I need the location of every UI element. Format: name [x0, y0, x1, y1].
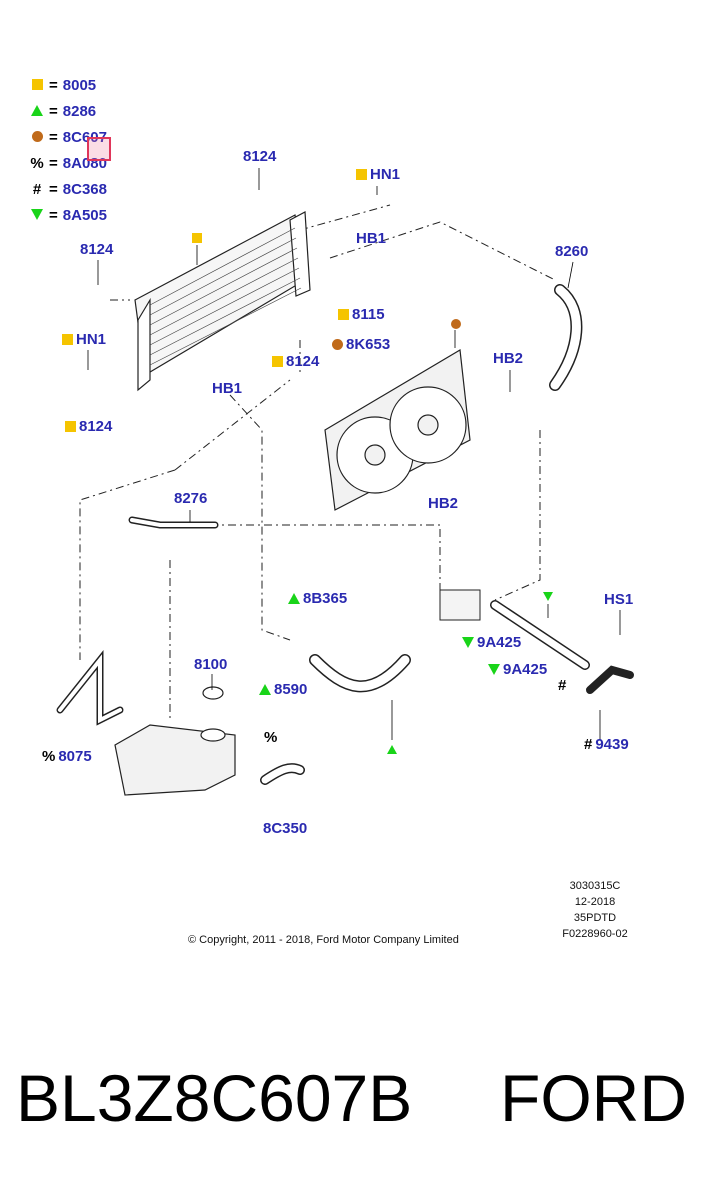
yellow-square-icon — [62, 334, 73, 345]
callout-8124[interactable]: 8124 — [243, 148, 277, 165]
legend: = 8005 = 8286 = 8C607 % = 8A080 # = 8C36… — [30, 72, 107, 228]
selection-highlight[interactable] — [87, 137, 111, 161]
legend-code: 8C607 — [62, 128, 107, 146]
copyright-notice: © Copyright, 2011 - 2018, Ford Motor Com… — [188, 934, 459, 946]
callout-8260[interactable]: 8260 — [555, 243, 589, 260]
legend-row-8286: = 8286 — [30, 98, 107, 124]
callout-9a425[interactable]: 9A425 — [488, 661, 547, 678]
yellow-square-icon — [30, 77, 44, 94]
exploded-parts-diagram — [56, 168, 634, 796]
coolant-reservoir — [114, 686, 236, 796]
callout-8124[interactable]: 8124 — [272, 353, 319, 370]
callout-percent[interactable]: % — [264, 729, 278, 746]
green-triangle-down-icon — [30, 207, 44, 224]
callout-8115[interactable]: 8115 — [338, 306, 385, 323]
callout-9439[interactable]: #9439 — [584, 736, 629, 753]
percent-symbol: % — [30, 154, 44, 172]
legend-code: 8005 — [62, 76, 97, 94]
callout-8124[interactable]: 8124 — [80, 241, 114, 258]
callout-hb1[interactable]: HB1 — [356, 230, 387, 247]
green-triangle-up-icon — [30, 103, 44, 120]
callout-8124[interactable]: 8124 — [65, 418, 112, 435]
green-triangle-down-icon — [488, 664, 500, 675]
legend-code: 8C368 — [62, 180, 107, 198]
legend-row-8005: = 8005 — [30, 72, 107, 98]
callout-8k653[interactable]: 8K653 — [332, 336, 390, 353]
yellow-square-icon — [65, 421, 76, 432]
callout-hb2[interactable]: HB2 — [428, 495, 459, 512]
green-triangle-up-icon — [259, 684, 271, 695]
legend-code: 8A505 — [62, 206, 107, 224]
callout-hn1[interactable]: HN1 — [62, 331, 106, 348]
legend-code: 8A080 — [62, 154, 107, 172]
hash-symbol: # — [32, 180, 42, 198]
orange-circle-icon — [332, 339, 343, 350]
orange-circle-icon — [30, 129, 44, 146]
callout-8c350[interactable]: 8C350 — [263, 820, 308, 837]
callout-8276[interactable]: 8276 — [174, 490, 208, 507]
callout-8100[interactable]: 8100 — [194, 656, 228, 673]
green-triangle-down-icon — [462, 637, 474, 648]
callout-8075[interactable]: %8075 — [42, 748, 92, 765]
yellow-square-icon — [356, 169, 367, 180]
callout-hs1[interactable]: HS1 — [604, 591, 634, 608]
legend-row-8a505: = 8A505 — [30, 202, 107, 228]
callout-8590[interactable]: 8590 — [259, 681, 307, 698]
yellow-square-icon — [272, 356, 283, 367]
callout-hb1[interactable]: HB1 — [212, 380, 243, 397]
part-number: BL3Z8C607B — [16, 1061, 413, 1135]
green-triangle-up-icon — [288, 593, 300, 604]
legend-row-8a080: % = 8A080 — [30, 154, 107, 172]
brand-name: FORD — [500, 1061, 687, 1135]
legend-row-8c368: # = 8C368 — [30, 176, 107, 202]
callout-hb2[interactable]: HB2 — [493, 350, 524, 367]
diagram-reference: 3030315C 12-2018 35PDTD F0228960-02 — [562, 880, 628, 940]
callout-8b365[interactable]: 8B365 — [288, 590, 347, 607]
fan-shroud — [324, 349, 471, 511]
legend-row-8c607: = 8C607 — [30, 124, 107, 150]
callout-hash[interactable]: # — [558, 677, 567, 694]
callout-hn1[interactable]: HN1 — [356, 166, 400, 183]
radiator — [134, 211, 311, 392]
yellow-square-icon — [338, 309, 349, 320]
callout-9a425[interactable]: 9A425 — [462, 634, 521, 651]
legend-code: 8286 — [62, 102, 97, 120]
